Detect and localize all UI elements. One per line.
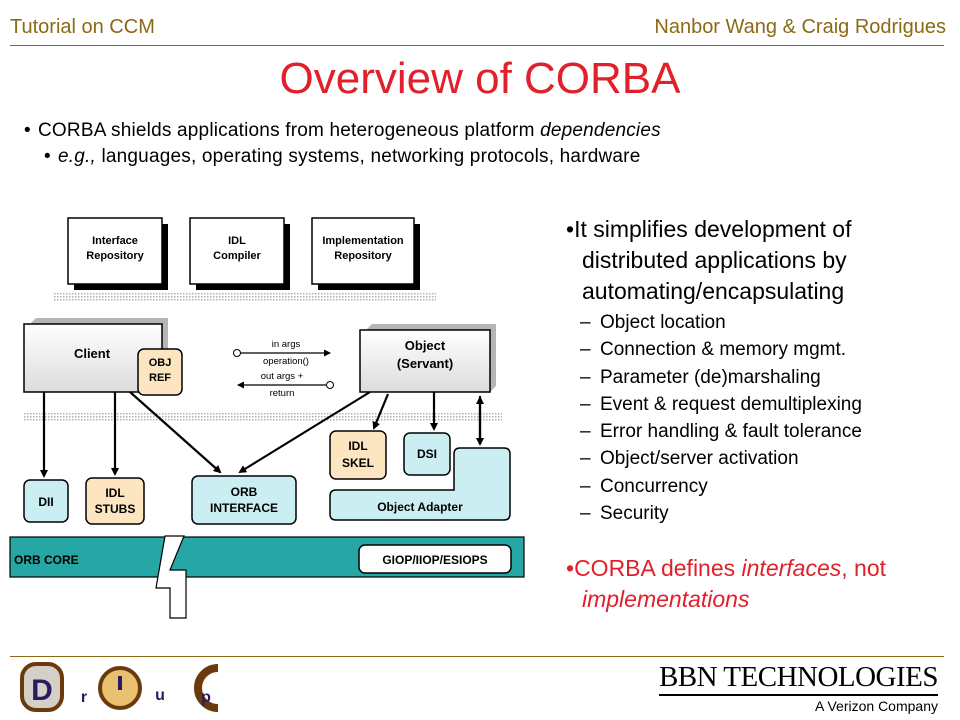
dii-box: DII — [23, 479, 69, 523]
svg-text:Client: Client — [74, 346, 111, 361]
svg-text:(Servant): (Servant) — [397, 356, 453, 371]
implementation-repository-box: Implementation Repository — [311, 217, 420, 290]
bullet-top-2-text: languages, operating systems, networking… — [95, 146, 641, 167]
bullet-top-1-text: CORBA shields applications from heteroge… — [38, 120, 541, 141]
svg-text:SKEL: SKEL — [342, 456, 374, 470]
svg-text:u: u — [155, 687, 165, 704]
svg-text:OBJ: OBJ — [149, 357, 172, 369]
dsi-box: DSI — [403, 432, 451, 476]
obj-ref-box: OBJ REF — [137, 348, 183, 396]
orb-interface-box: ORB INTERFACE — [191, 475, 297, 525]
idl-skel-box: IDL SKEL — [329, 430, 387, 480]
object-servant-box: Object (Servant) — [359, 324, 496, 393]
svg-text:REF: REF — [149, 372, 171, 384]
svg-text:D: D — [31, 674, 53, 707]
svg-text:DII: DII — [38, 495, 53, 509]
corba-diagram: Interface Repository IDL Compiler Implem… — [9, 217, 525, 619]
right-item: –Connection & memory mgmt. — [580, 339, 847, 361]
svg-text:IDL: IDL — [105, 486, 124, 500]
right-panel: •It simplifies development of distribute… — [566, 214, 958, 615]
svg-text:GIOP/IIOP/ESIOPS: GIOP/IIOP/ESIOPS — [382, 553, 487, 567]
svg-text:return: return — [270, 388, 295, 399]
svg-text:Implementation: Implementation — [322, 235, 404, 247]
right-intro: •It simplifies development of distribute… — [566, 216, 852, 304]
svg-text:INTERFACE: INTERFACE — [210, 501, 278, 515]
right-closing: •CORBA defines interfaces, not implement… — [566, 555, 887, 613]
bbn-tag: A Verizon Company — [815, 698, 938, 714]
diagram-arrows — [40, 391, 484, 478]
svg-text:IDL: IDL — [228, 235, 246, 247]
right-items: –Object location –Connection & memory mg… — [566, 309, 958, 527]
orb-core-label: ORB CORE — [14, 553, 79, 567]
repository-band — [54, 293, 436, 302]
right-item: –Error handling & fault tolerance — [580, 421, 862, 443]
in-args-arrow: in args operation() — [233, 339, 331, 367]
right-item: –Concurrency — [580, 475, 708, 497]
right-item: –Parameter (de)marshaling — [580, 366, 821, 388]
svg-text:Interface: Interface — [92, 235, 138, 247]
header-rule — [10, 45, 944, 46]
interface-repository-box: Interface Repository — [67, 217, 168, 290]
client-server-band — [24, 412, 502, 421]
right-item: –Object location — [580, 312, 726, 333]
svg-text:in args: in args — [272, 339, 301, 350]
idl-compiler-box: IDL Compiler — [189, 217, 290, 290]
header-right: Nanbor Wang & Craig Rodrigues — [654, 16, 946, 38]
page-title: Overview of CORBA — [279, 54, 681, 103]
svg-text:r: r — [81, 689, 87, 706]
header-left: Tutorial on CCM — [10, 16, 155, 38]
svg-text:STUBS: STUBS — [95, 502, 136, 516]
right-item: –Object/server activation — [580, 448, 799, 470]
right-item: –Event & request demultiplexing — [580, 393, 862, 415]
object-adapter-box: Object Adapter — [329, 447, 511, 521]
right-item: –Security — [580, 503, 669, 525]
out-args-arrow: out args + return — [237, 371, 334, 399]
svg-text:Repository: Repository — [334, 250, 392, 262]
svg-text:ORB: ORB — [231, 485, 258, 499]
svg-text:Compiler: Compiler — [213, 250, 261, 262]
bullet-top-2: •e.g., languages, operating systems, net… — [44, 146, 641, 167]
svg-text:Object Adapter: Object Adapter — [377, 500, 463, 514]
orb-core-break — [155, 535, 187, 619]
svg-text:Repository: Repository — [86, 250, 144, 262]
svg-text:out args +: out args + — [261, 371, 304, 382]
svg-text:p: p — [201, 689, 211, 706]
bullet-top-1: •CORBA shields applications from heterog… — [24, 120, 661, 141]
footer-rule — [10, 656, 944, 657]
svg-text:Object: Object — [405, 338, 446, 353]
bullet-top-1-italic: dependencies — [540, 120, 661, 141]
bullet-top-2-italic: e.g., — [58, 146, 96, 167]
bbn-logo: BBN TECHNOLOGIES A Verizon Company — [658, 661, 939, 714]
doc-group-logo: D r u p — [20, 662, 219, 712]
svg-text:DSI: DSI — [417, 447, 437, 461]
giop-box: GIOP/IIOP/ESIOPS — [358, 544, 512, 574]
idl-stubs-box: IDL STUBS — [85, 477, 145, 525]
bbn-bar — [658, 694, 938, 696]
svg-text:operation(): operation() — [263, 356, 309, 367]
bbn-name: BBN TECHNOLOGIES — [658, 661, 939, 693]
svg-text:IDL: IDL — [348, 439, 367, 453]
